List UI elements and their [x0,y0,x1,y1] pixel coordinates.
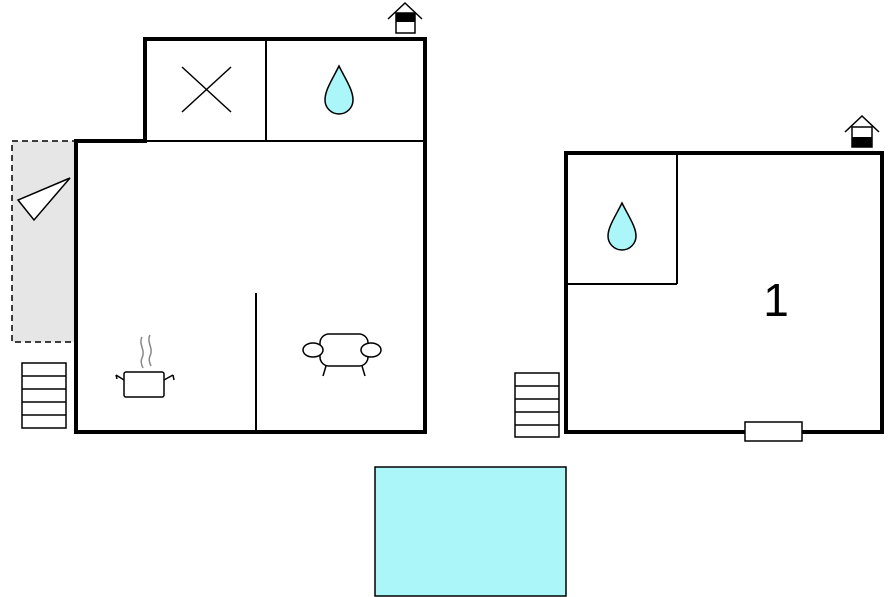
bathroom-water-drop-icon [324,64,354,115]
house-entrance-icon [387,1,423,34]
living-room-sofa-icon [302,333,382,377]
bathroom-water-drop-icon [607,201,637,251]
left-floor [11,1,427,434]
pool [374,466,567,597]
stairs-icon [514,372,560,438]
toilet-cross-icon [181,66,232,113]
right-floor-outer-wall [564,151,884,434]
room-number-label: 1 [763,274,789,326]
bedroom-window-icon [744,421,803,442]
kitchen-pot-icon [115,334,175,398]
terrace-lounger-icon [16,177,71,222]
terrace-area [11,140,77,343]
house-entrance-icon [844,114,880,148]
stairs-icon [21,362,67,429]
right-floor: 1 [514,114,884,442]
